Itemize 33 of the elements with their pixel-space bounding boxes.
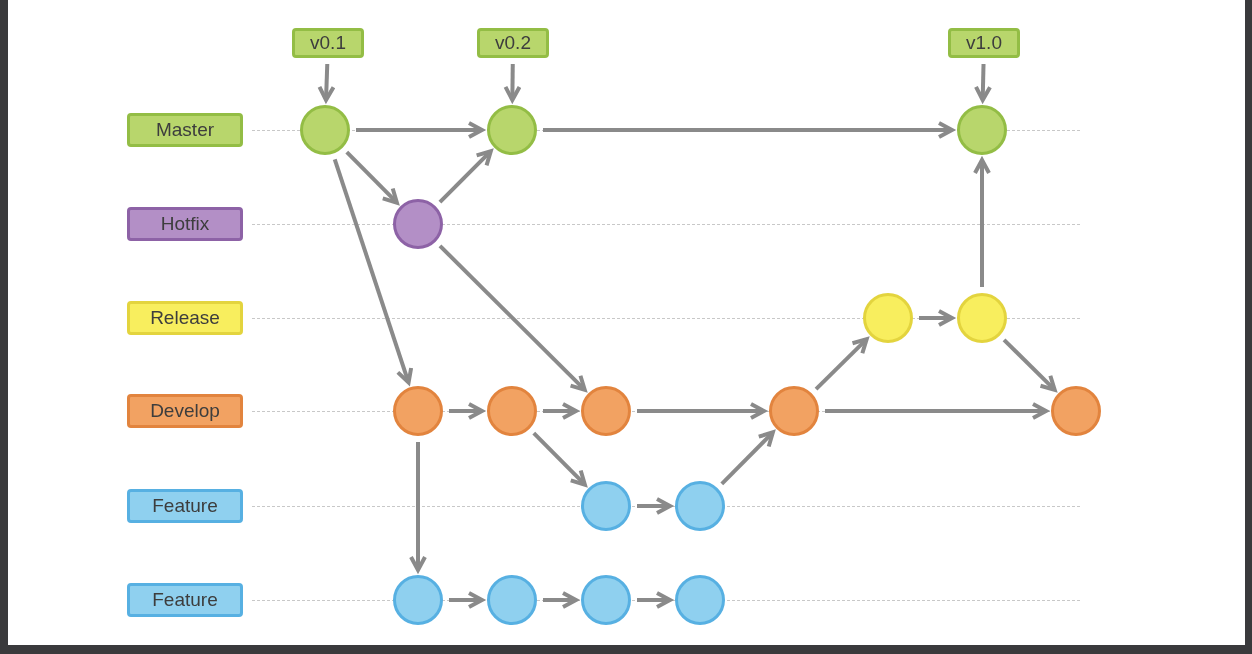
branch-label: Develop xyxy=(127,394,243,428)
branch-label: Hotfix xyxy=(127,207,243,241)
arrow xyxy=(720,430,775,486)
branch-label: Master xyxy=(127,113,243,147)
arrow xyxy=(974,63,992,102)
arrow xyxy=(317,63,336,102)
arrow xyxy=(503,63,522,102)
arrow xyxy=(637,497,672,515)
arrow xyxy=(438,149,493,204)
arrow xyxy=(919,309,954,327)
arrow xyxy=(356,121,484,139)
arrow xyxy=(973,158,991,287)
arrow xyxy=(449,591,484,609)
arrow xyxy=(543,591,578,609)
version-tag: v1.0 xyxy=(948,28,1020,58)
arrow xyxy=(345,150,399,205)
arrow xyxy=(332,158,414,385)
arrow xyxy=(814,337,869,391)
arrow xyxy=(825,402,1048,420)
branch-label: Feature xyxy=(127,583,243,617)
arrow xyxy=(449,402,484,420)
arrow xyxy=(637,591,672,609)
version-tag: v0.1 xyxy=(292,28,364,58)
version-tag: v0.2 xyxy=(477,28,549,58)
arrow xyxy=(409,442,427,572)
arrow xyxy=(532,431,587,487)
arrow xyxy=(543,402,578,420)
branch-label: Feature xyxy=(127,489,243,523)
arrow xyxy=(637,402,766,420)
arrow xyxy=(1002,338,1057,392)
arrow xyxy=(438,244,587,392)
arrow xyxy=(543,121,954,139)
branch-label: Release xyxy=(127,301,243,335)
